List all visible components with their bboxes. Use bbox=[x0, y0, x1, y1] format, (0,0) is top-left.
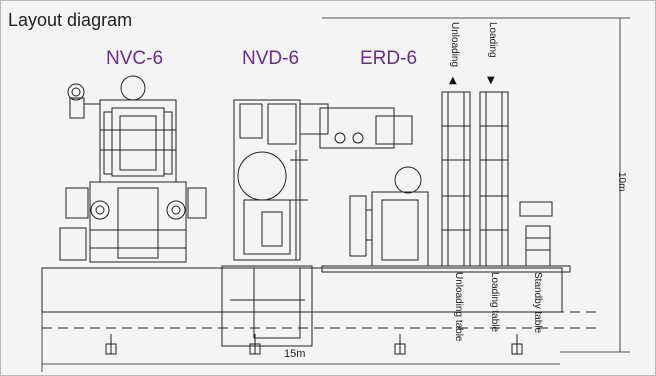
unloading-up-arrow-icon: ▲ bbox=[449, 75, 457, 86]
loading-label: Loading bbox=[487, 22, 498, 58]
erd-6-label: ERD-6 bbox=[360, 48, 418, 69]
unloading-table-label: Unloading table bbox=[453, 272, 464, 342]
nvc-6-machine bbox=[59, 75, 207, 263]
standby-table-label: Standby table bbox=[532, 272, 543, 334]
standby-stand bbox=[519, 201, 553, 267]
loading-down-arrow-icon: ▼ bbox=[487, 75, 495, 86]
loading-table-label: Loading table bbox=[489, 272, 500, 333]
nvc-6-label: NVC-6 bbox=[106, 48, 164, 69]
width-dimension-label: 15m bbox=[284, 348, 306, 360]
nvd-6-label: NVD-6 bbox=[242, 48, 300, 69]
height-dimension-label: 10m bbox=[616, 172, 627, 192]
floor-platform bbox=[41, 267, 563, 313]
nvd-6-machine bbox=[221, 99, 413, 347]
anchor-markers bbox=[105, 334, 523, 355]
unloading-label: Unloading bbox=[449, 22, 460, 68]
unloading-tower bbox=[441, 91, 471, 267]
loading-tower bbox=[479, 91, 509, 267]
erd-6-machine bbox=[321, 166, 571, 273]
diagram-title: Layout diagram bbox=[8, 10, 133, 30]
